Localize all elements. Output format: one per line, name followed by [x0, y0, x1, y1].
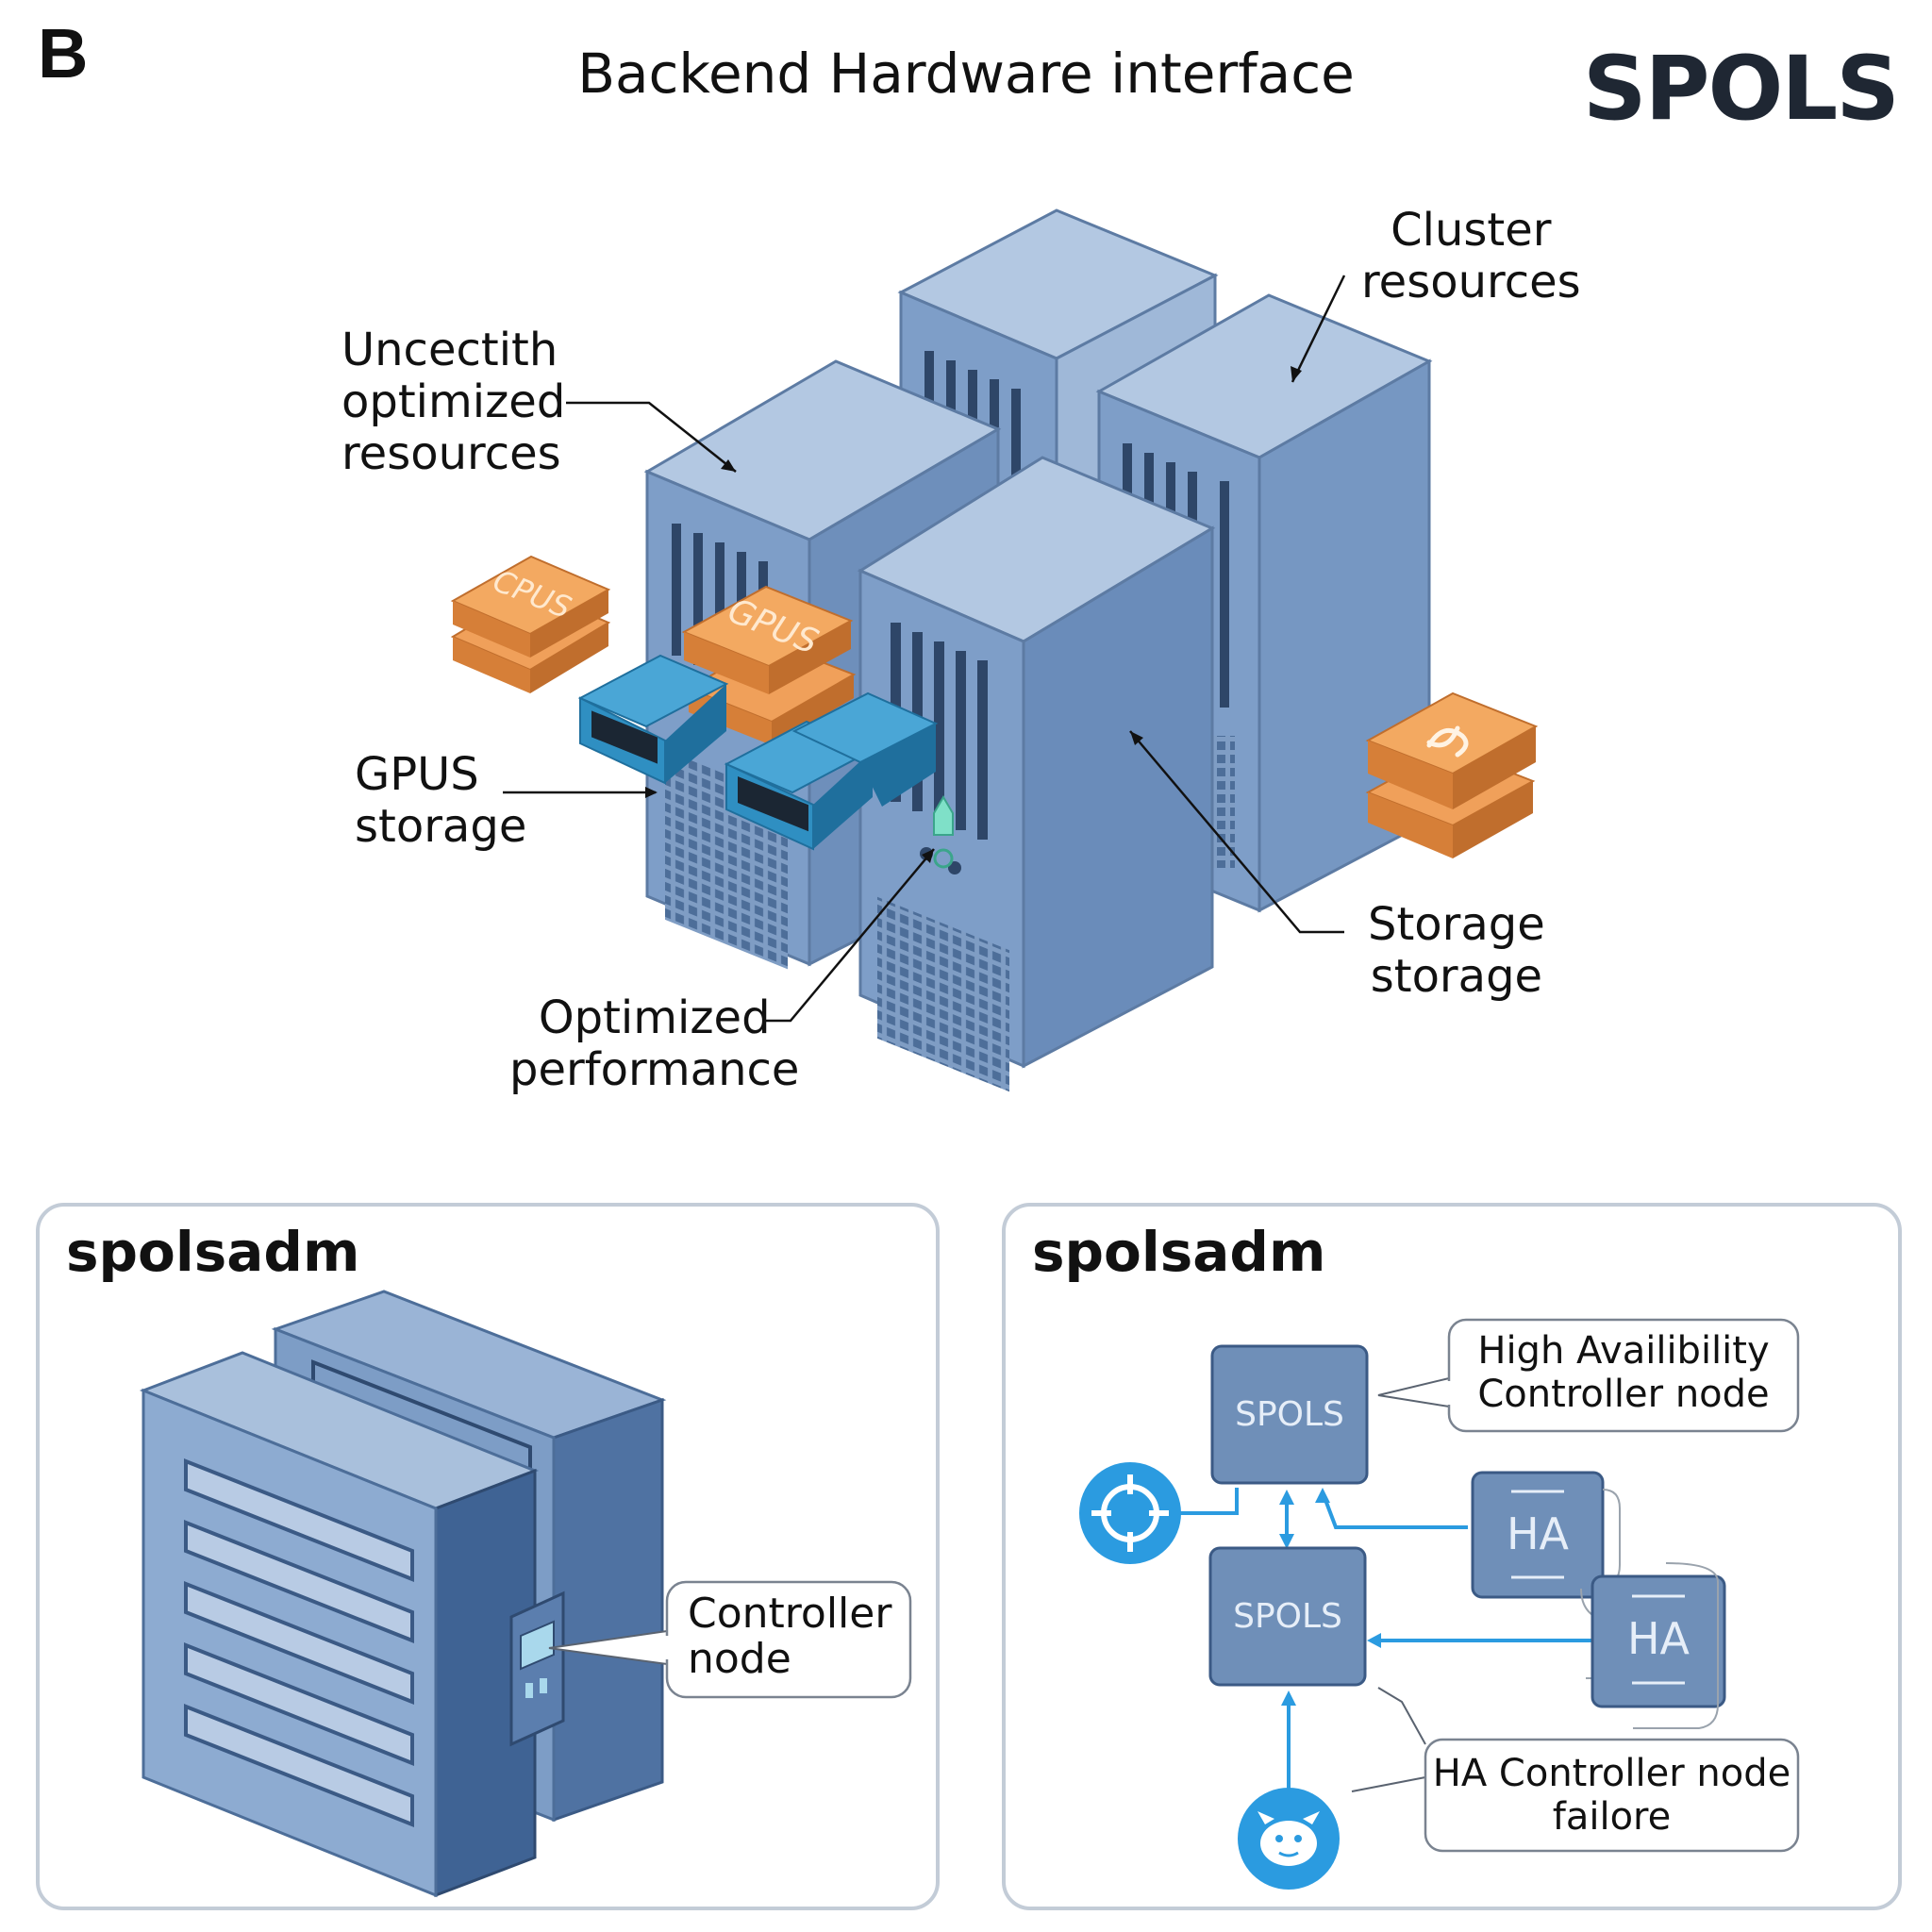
callout-optimized-performance: Optimized performance: [509, 992, 799, 1096]
callout-cluster-resources: Cluster resources: [1361, 205, 1581, 308]
controller-server-illustration: [139, 1290, 912, 1898]
bot-icon: [1238, 1788, 1340, 1890]
note-line: failore: [1552, 1795, 1672, 1839]
panel-letter: B: [38, 14, 89, 92]
callout-line: optimized: [341, 375, 566, 428]
brand-text: SPOLS: [1582, 38, 1900, 141]
callout-line: Optimized: [538, 991, 771, 1044]
network-module-3: [791, 691, 939, 807]
ha-box-title: spolsadm: [1032, 1220, 1326, 1284]
callout-unoptimized-resources: Uncectith optimized resources: [341, 325, 565, 480]
callout-line: GPUS: [355, 748, 479, 801]
callout-arrowheads: [645, 366, 1302, 863]
hardware-illustration: CPUS GPUS: [450, 208, 1539, 1092]
network-module-1: [577, 654, 729, 785]
note-line: Controller: [688, 1590, 892, 1638]
callout-line: Cluster: [1391, 204, 1552, 257]
callout-line: Storage: [1368, 898, 1545, 951]
callout-line: resources: [341, 427, 561, 480]
note-line: High Availibility: [1477, 1329, 1770, 1373]
note-line: Controller node: [1477, 1373, 1770, 1416]
spols-node-bottom: [1208, 1546, 1367, 1687]
spols-node-top-label: SPOLS: [1235, 1395, 1344, 1434]
ha-node-1-label: HA: [1507, 1508, 1570, 1559]
callout-line: storage: [1370, 950, 1543, 1003]
page-title: Backend Hardware interface: [577, 42, 1355, 106]
target-icon: [1079, 1462, 1181, 1564]
ha-box: spolsadm: [1002, 1203, 1902, 1910]
callout-line: storage: [355, 800, 527, 853]
cpu-chip-stack: CPUS: [450, 555, 611, 693]
status-led: [933, 795, 954, 869]
callout-storage: Storage storage: [1368, 899, 1545, 1003]
ha-diagram: SPOLS SPOLS HA HA: [1079, 1318, 1800, 1890]
controller-box-title: spolsadm: [66, 1220, 360, 1284]
spols-node-top: [1210, 1344, 1369, 1485]
spols-node-bottom-label: SPOLS: [1233, 1597, 1342, 1636]
callout-line: Uncectith: [341, 324, 558, 376]
ha-node-2: [1591, 1574, 1726, 1708]
callout-line: performance: [509, 1043, 800, 1096]
brand-logo: SPOLS: [1582, 38, 1900, 141]
storage-chip-stack: [1365, 691, 1539, 858]
note-bubble-bottom: [1424, 1738, 1800, 1853]
link-icon: [1426, 725, 1469, 758]
callout-line: resources: [1361, 256, 1581, 308]
ha-node-1: [1471, 1471, 1605, 1599]
callout-leaders: [503, 275, 1346, 1023]
note-bubble-top: [1447, 1318, 1800, 1433]
controller-node-note: Controller node: [688, 1591, 895, 1682]
note-line: node: [688, 1635, 791, 1683]
ha-controller-note: High Availibility Controller node: [1449, 1329, 1798, 1416]
note-line: HA Controller node: [1432, 1752, 1791, 1795]
callout-gpus-storage: GPUS storage: [355, 749, 526, 853]
controller-box: spolsadm Controller node: [36, 1203, 940, 1910]
ha-failure-note: HA Controller node failore: [1425, 1752, 1798, 1839]
ha-node-2-label: HA: [1627, 1613, 1690, 1664]
